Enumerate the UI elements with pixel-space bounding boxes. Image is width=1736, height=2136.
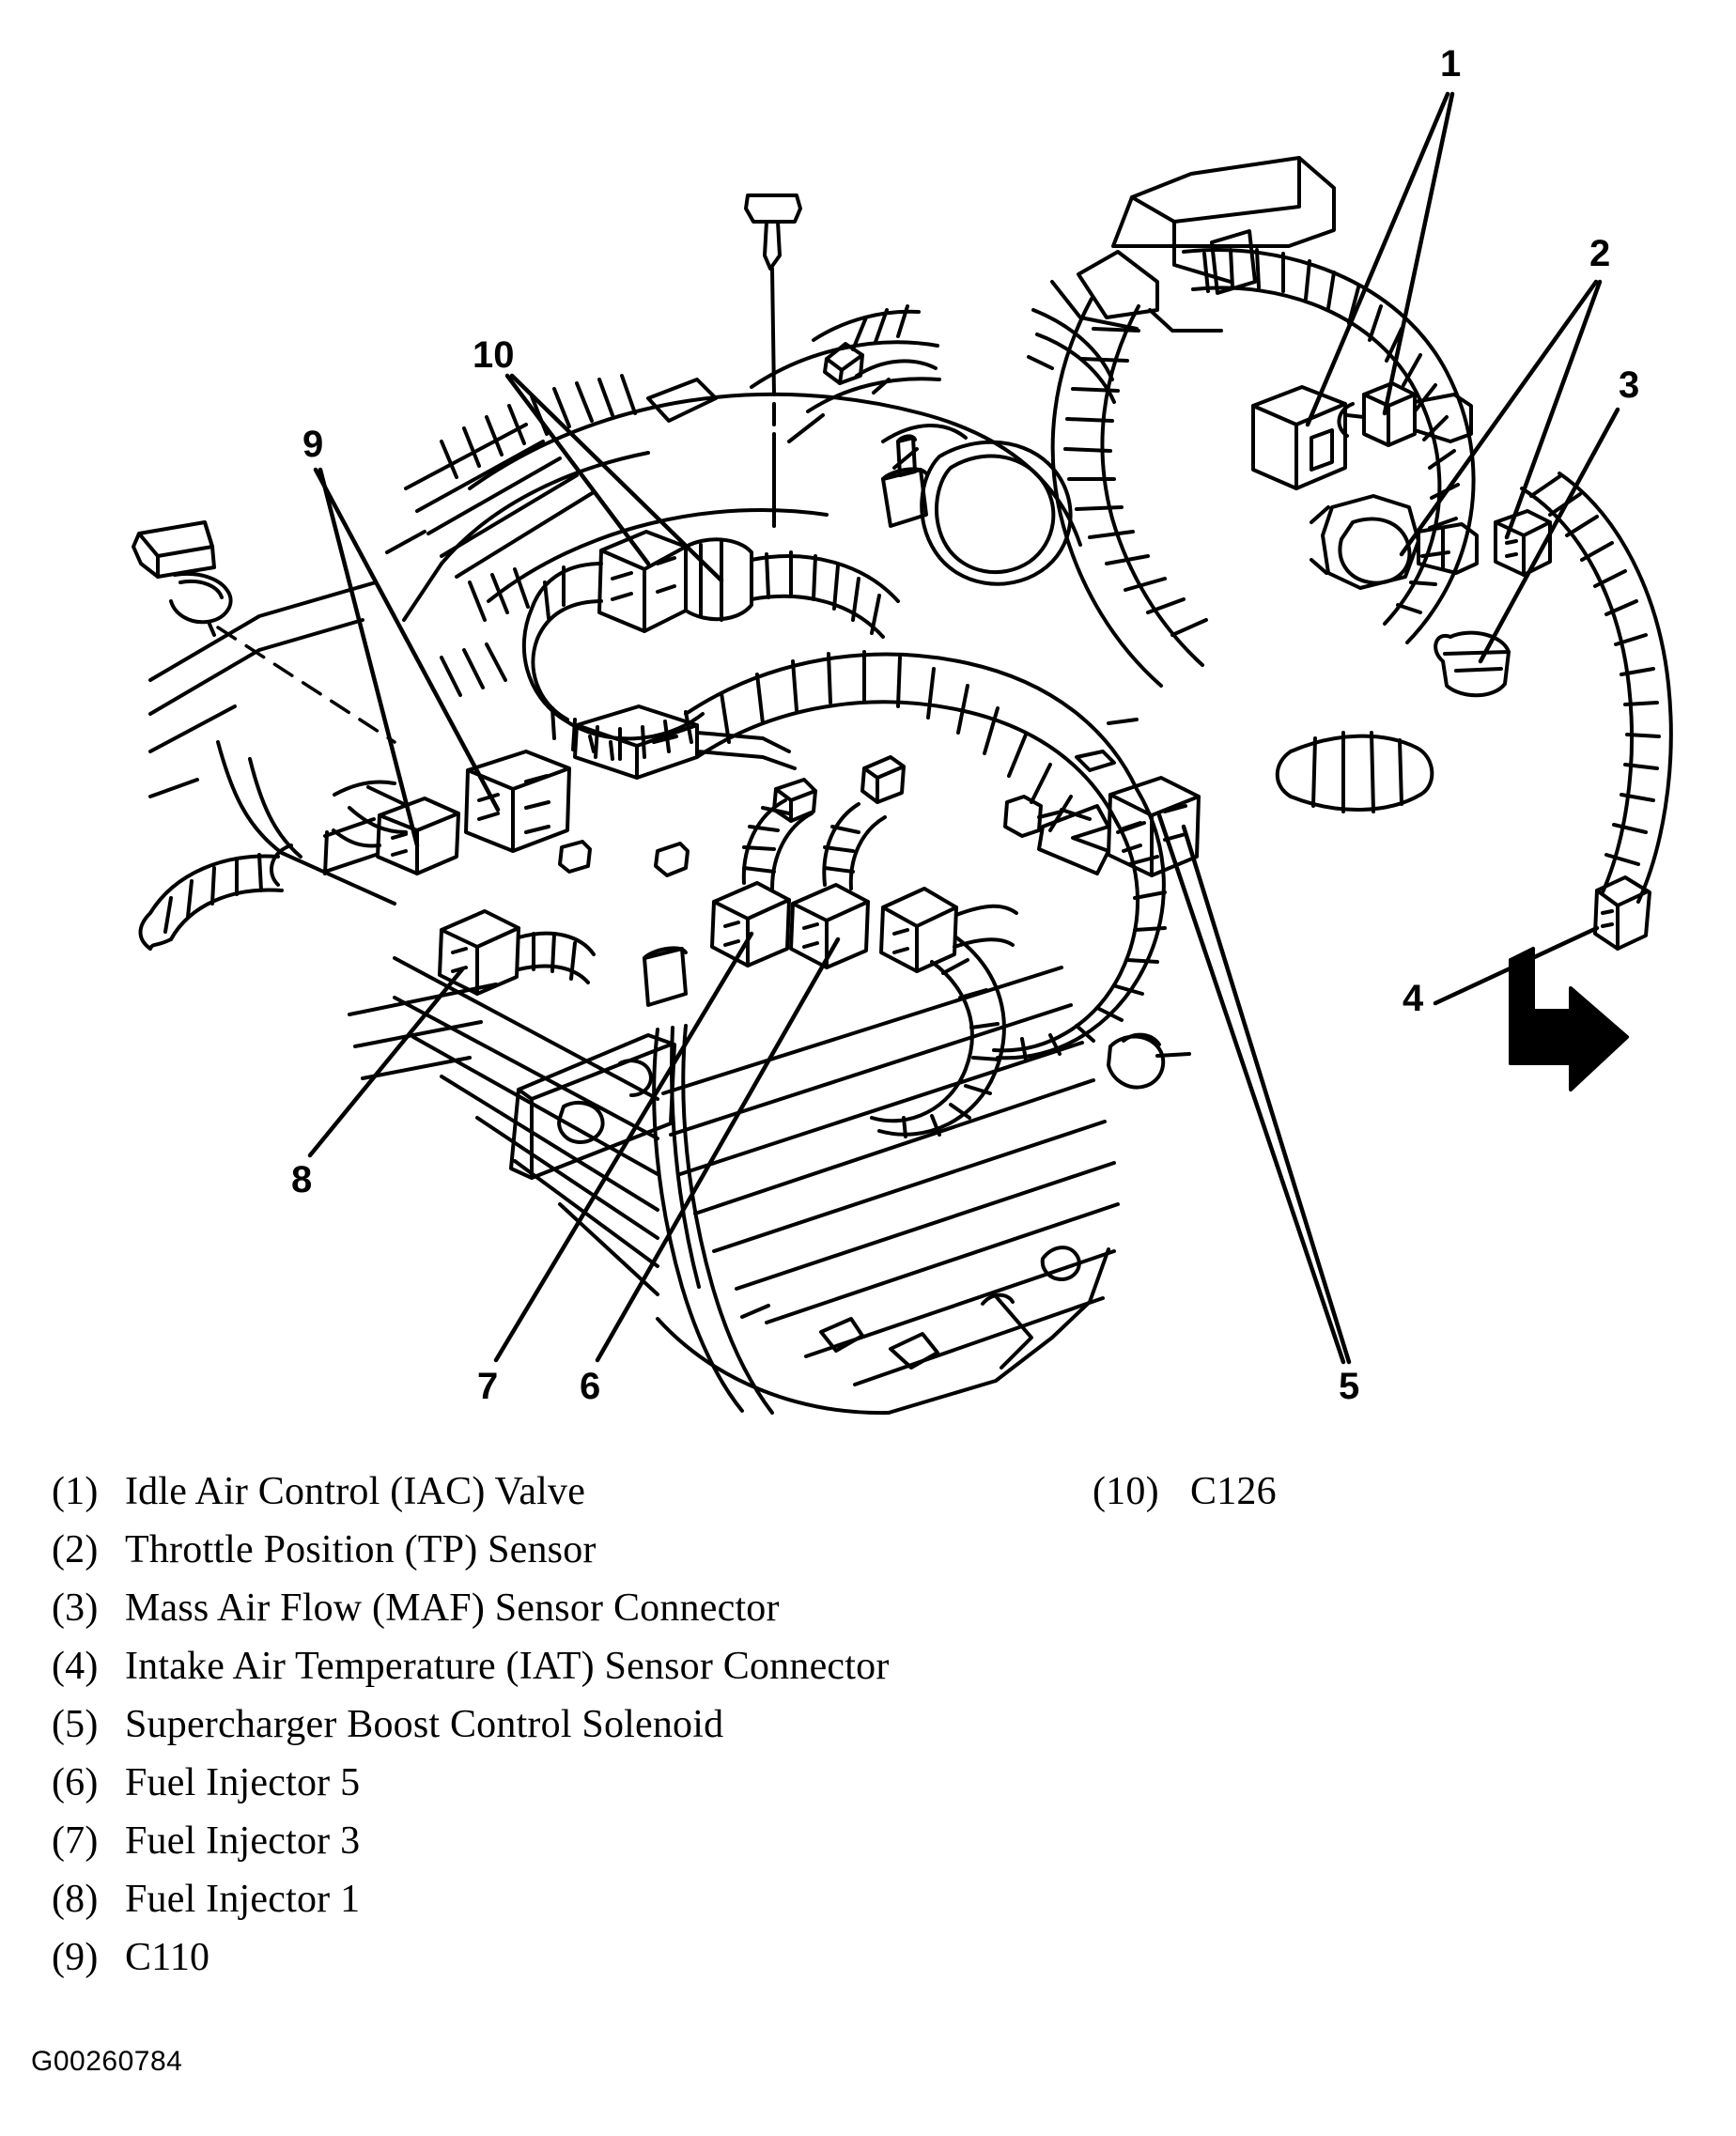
harness-branch-iat bbox=[1520, 472, 1673, 904]
legend-item-7: (7) Fuel Injector 3 bbox=[52, 1819, 1038, 1877]
callout-number-7: 7 bbox=[477, 1366, 499, 1407]
legend-label-1: Idle Air Control (IAC) Valve bbox=[125, 1470, 586, 1513]
legend-index-8: (8) bbox=[52, 1878, 99, 1921]
engine-block-fins bbox=[393, 956, 1120, 1416]
tag-leader-dashed bbox=[216, 626, 396, 744]
tp-sensor-connector bbox=[1337, 381, 1473, 447]
legend-label-6: Fuel Injector 5 bbox=[125, 1761, 361, 1804]
callout-number-3: 3 bbox=[1619, 364, 1640, 406]
inner-fender-panel bbox=[148, 580, 408, 905]
iat-sensor-connector bbox=[1593, 875, 1651, 951]
fuel-injector-3 bbox=[710, 798, 814, 967]
figure-reference-code: G00260784 bbox=[31, 2046, 183, 2077]
legend-item-8: (8) Fuel Injector 1 bbox=[52, 1877, 1038, 1935]
c126-connector-pair bbox=[530, 530, 900, 641]
legend-label-10: C126 bbox=[1190, 1470, 1277, 1513]
legend-index-1: (1) bbox=[52, 1470, 99, 1513]
dipstick bbox=[744, 193, 802, 528]
fuel-injector-1 bbox=[438, 909, 596, 996]
harness-loop-lower-right bbox=[992, 787, 1167, 1061]
callout-number-9: 9 bbox=[302, 424, 324, 465]
supercharger-housing bbox=[385, 374, 1082, 697]
legend-item-9: (9) C110 bbox=[52, 1935, 1038, 1993]
boost-control-solenoid bbox=[1037, 776, 1201, 877]
fuel-damper bbox=[881, 434, 928, 528]
legend-label-5: Supercharger Boost Control Solenoid bbox=[125, 1703, 724, 1746]
callout-number-8: 8 bbox=[291, 1159, 313, 1200]
callout-number-5: 5 bbox=[1339, 1366, 1360, 1407]
callout-number-1: 1 bbox=[1440, 43, 1462, 85]
engine-block-details bbox=[558, 718, 1139, 877]
legend-right-column: (10) C126 bbox=[1093, 1469, 1656, 1527]
legend-index-2: (2) bbox=[52, 1528, 99, 1571]
legend-index-6: (6) bbox=[52, 1761, 99, 1804]
engine-harness-diagram: 1 2 3 4 5 6 7 8 9 10 bbox=[132, 43, 1673, 1416]
callout-number-4: 4 bbox=[1403, 978, 1424, 1019]
callout-number-6: 6 bbox=[580, 1366, 601, 1407]
legend-index-10: (10) bbox=[1093, 1470, 1159, 1513]
boost-solenoid-connector bbox=[879, 887, 1018, 973]
legend-label-8: Fuel Injector 1 bbox=[125, 1878, 361, 1921]
legend-index-5: (5) bbox=[52, 1703, 99, 1746]
tp-connector-right bbox=[1494, 509, 1552, 577]
block-stud-left bbox=[643, 946, 688, 1007]
legend-label-2: Throttle Position (TP) Sensor bbox=[125, 1528, 597, 1571]
legend-index-4: (4) bbox=[52, 1645, 99, 1688]
c110-connector bbox=[464, 704, 797, 853]
legend-label-3: Mass Air Flow (MAF) Sensor Connector bbox=[125, 1587, 780, 1630]
block-fitting-right bbox=[1107, 1032, 1191, 1090]
maf-sensor-body bbox=[1310, 494, 1479, 590]
legend-index-3: (3) bbox=[52, 1587, 99, 1630]
legend-item-3: (3) Mass Air Flow (MAF) Sensor Connector bbox=[52, 1586, 1038, 1644]
legend-item-4: (4) Intake Air Temperature (IAT) Sensor … bbox=[52, 1644, 1038, 1702]
legend-item-6: (6) Fuel Injector 5 bbox=[52, 1760, 1038, 1819]
cowl-panel bbox=[646, 304, 941, 443]
left-connector-cluster bbox=[138, 797, 460, 951]
legend-item-1: (1) Idle Air Control (IAC) Valve bbox=[52, 1469, 1038, 1527]
harness-main-center bbox=[684, 650, 1139, 832]
callout-number-10: 10 bbox=[473, 334, 515, 376]
lower-left-hatching bbox=[348, 983, 498, 1080]
legend-index-7: (7) bbox=[52, 1819, 99, 1863]
legend-left-column: (1) Idle Air Control (IAC) Valve (2) Thr… bbox=[52, 1469, 1038, 1993]
iac-valve bbox=[1251, 385, 1347, 490]
legend-item-2: (2) Throttle Position (TP) Sensor bbox=[52, 1527, 1038, 1586]
harness-loop-right bbox=[1182, 248, 1476, 644]
harness-boot-right bbox=[1275, 731, 1434, 813]
legend-label-7: Fuel Injector 3 bbox=[125, 1819, 361, 1863]
direction-arrow bbox=[1509, 947, 1629, 1091]
legend-item-10: (10) C126 bbox=[1093, 1469, 1656, 1527]
engine-cover-plenum bbox=[1050, 156, 1336, 331]
legend: (1) Idle Air Control (IAC) Valve (2) Thr… bbox=[0, 1462, 1736, 2063]
plenum-bracket bbox=[1027, 308, 1223, 404]
diagram-linework bbox=[132, 91, 1673, 1416]
leader-lines bbox=[307, 91, 1620, 1365]
legend-index-9: (9) bbox=[52, 1936, 99, 1979]
legend-item-5: (5) Supercharger Boost Control Solenoid bbox=[52, 1702, 1038, 1760]
callout-number-2: 2 bbox=[1589, 233, 1611, 274]
harness-trunk-center-right bbox=[1050, 297, 1208, 688]
mount-tag-bracket bbox=[132, 520, 233, 637]
legend-label-9: C110 bbox=[125, 1936, 210, 1979]
throttle-body-boss bbox=[823, 342, 1073, 586]
maf-sensor-connector bbox=[1434, 630, 1511, 698]
legend-label-4: Intake Air Temperature (IAT) Sensor Conn… bbox=[125, 1645, 890, 1688]
